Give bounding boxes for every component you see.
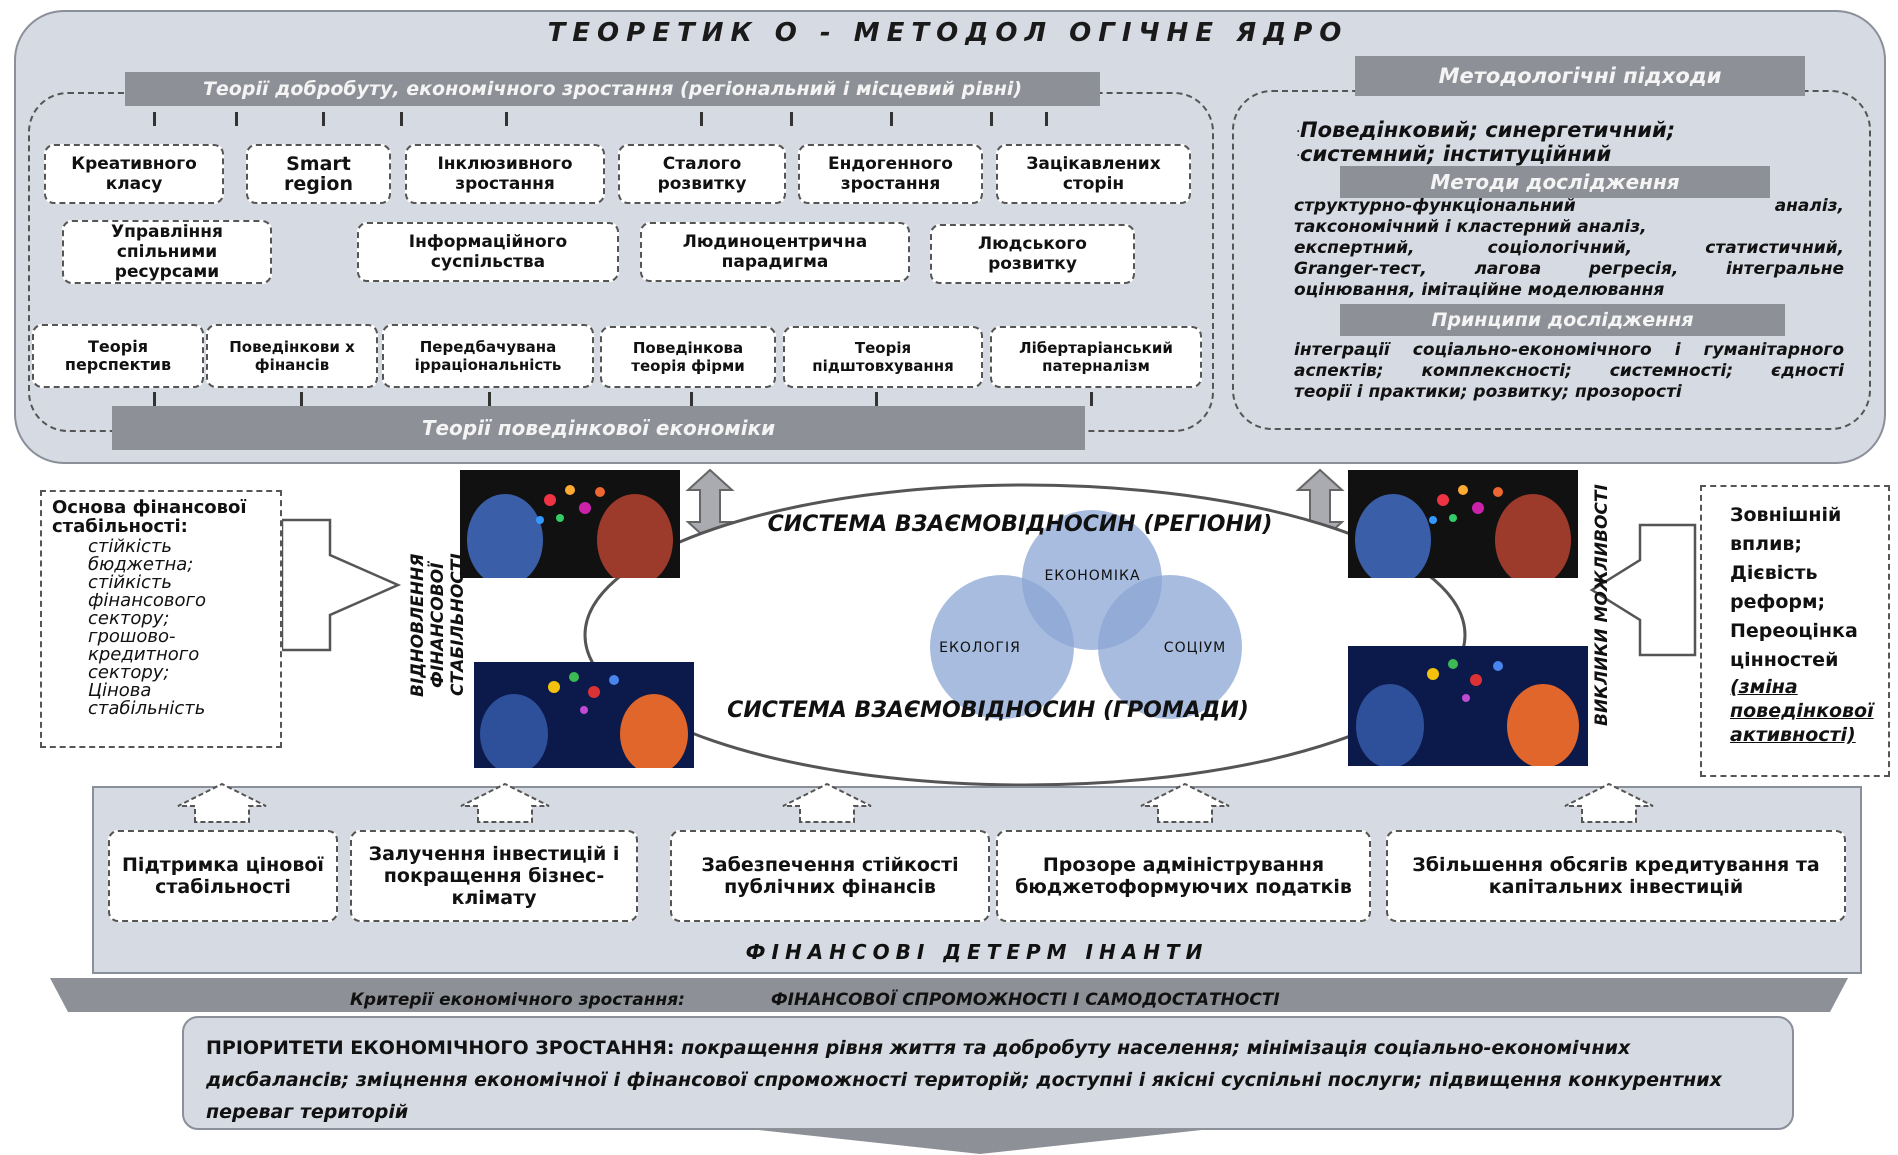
theory-libertarian-paternalism: Лібертаріанський патерналізм xyxy=(990,326,1202,388)
priorities-text: покращення рівня життя та добробуту насе… xyxy=(206,1037,1722,1123)
criteria-label: Критерії економічного зростання: xyxy=(350,990,685,1010)
principles-line-1: інтеграції соціально-економічного і гума… xyxy=(1294,340,1844,360)
connector-tick xyxy=(1045,112,1048,126)
connector-tick xyxy=(300,392,303,406)
theory-human-development: Людського розвитку xyxy=(930,224,1135,284)
regions-system-label: СИСТЕМА ВЗАЄМОВІДНОСИН (РЕГІОНИ) xyxy=(767,512,1273,537)
research-methods-bar: Методи дослідження xyxy=(1340,166,1770,198)
connector-tick xyxy=(235,112,238,126)
theory-common-resources: Управління спільними ресурсами xyxy=(62,220,272,284)
bullet-icon: · xyxy=(1296,148,1301,164)
note-item: Цінова стабільність xyxy=(88,680,206,719)
down-arrow-icon xyxy=(740,1128,1220,1154)
connector-tick xyxy=(790,112,793,126)
determinant-tax-administration: Прозоре адміністрування бюджетоформуючих… xyxy=(996,830,1371,922)
ecology-label: ЕКОЛОГІЯ xyxy=(939,640,1021,656)
thinking-heads-image-right xyxy=(1348,470,1578,578)
behavioral-economics-bar: Теорії поведінкової економіки xyxy=(112,406,1085,450)
ecology-circle xyxy=(930,575,1074,719)
theory-creative-class: Креативного класу xyxy=(44,144,224,204)
theory-information-society: Інформаційного суспільства xyxy=(357,222,619,282)
core-title: ТЕОРЕТИК О - МЕТОДОЛ ОГІЧНЕ ЯДРО xyxy=(547,18,1349,48)
theory-inclusive-growth: Інклюзивного зростання xyxy=(405,144,605,204)
theory-sustainable-development: Сталого розвитку xyxy=(618,144,786,204)
theory-stakeholders: Зацікавлених сторін xyxy=(996,144,1191,204)
theory-predictable-irrationality: Передбачувана ірраціональність xyxy=(382,324,594,388)
note-item-underlined: (зміна поведінкової активності) xyxy=(1730,676,1874,746)
theory-human-centric-paradigm: Людиноцентрична парадигма xyxy=(640,222,910,282)
theory-behavioral-firm: Поведінкова теорія фірми xyxy=(600,326,776,388)
society-circle xyxy=(1098,575,1242,719)
connector-tick xyxy=(690,392,693,406)
challenges-note: Зовнішній вплив; Дієвість реформ; Переоц… xyxy=(1700,485,1890,777)
determinant-public-finance: Забезпечення стійкості публічних фінансі… xyxy=(670,830,990,922)
connector-tick xyxy=(990,112,993,126)
note-item: Переоцінка цінностей xyxy=(1730,620,1858,671)
approaches-line-1: Поведінковий; синергетичний; xyxy=(1300,118,1676,142)
research-line-4: Granger-тест, лагова регресія, інтеграль… xyxy=(1294,259,1844,279)
connector-tick xyxy=(1090,392,1093,406)
determinant-credit-investment: Збільшення обсягів кредитування та капіт… xyxy=(1386,830,1846,922)
theory-nudge: Теорія підштовхування xyxy=(783,326,983,388)
idea-heads-image-right xyxy=(1348,646,1588,766)
left-hollow-arrow-icon xyxy=(280,518,402,652)
priorities-label: ПРІОРИТЕТИ ЕКОНОМІЧНОГО ЗРОСТАННЯ: xyxy=(206,1037,675,1059)
relations-diagram xyxy=(280,468,1697,787)
challenges-vertical-label: ВИКЛИКИ МОЖЛИВОСТІ xyxy=(1592,484,1612,726)
right-hollow-arrow-icon xyxy=(1589,523,1697,657)
criteria-value: ФІНАНСОВОЇ СПРОМОЖНОСТІ І САМОДОСТАТНОСТ… xyxy=(770,990,1280,1010)
thinking-heads-image-left xyxy=(460,470,680,578)
economy-label: ЕКОНОМІКА xyxy=(1044,568,1141,584)
criteria-band xyxy=(50,978,1848,1012)
connector-tick xyxy=(700,112,703,126)
connector-tick xyxy=(153,112,156,126)
theory-prospect: Теорія перспектив xyxy=(32,324,204,388)
note-item: Зовнішній вплив; xyxy=(1730,504,1842,555)
note-item: грошово-кредитного сектору; xyxy=(88,626,200,683)
principles-line-2: аспектів; комплексності; системності; єд… xyxy=(1294,361,1844,381)
idea-heads-image-left xyxy=(474,662,694,768)
determinants-title: ФІНАНСОВІ ДЕТЕРМ ІНАНТИ xyxy=(745,940,1209,964)
welfare-theories-bar: Теорії добробуту, економічного зростання… xyxy=(125,72,1100,106)
connector-tick xyxy=(505,112,508,126)
determinant-investment: Залучення інвестицій і покращення бізнес… xyxy=(350,830,638,922)
research-principles-bar: Принципи дослідження xyxy=(1340,304,1785,336)
theory-behavioral-finance: Поведінкови х фінансів xyxy=(206,324,378,388)
criteria-row: Критерії економічного зростання: ФІНАНСО… xyxy=(350,990,1550,1012)
note-item: Дієвість реформ; xyxy=(1730,562,1826,613)
research-line-1: структурно-функціональний аналіз, xyxy=(1294,196,1844,216)
financial-stability-vertical-label: ВІДНОВЛЕННЯ ФІНАНСОВОЇ СТАБІЛЬНОСТІ xyxy=(408,553,468,697)
connector-tick xyxy=(890,112,893,126)
determinant-price-stability: Підтримка цінової стабільності xyxy=(108,830,338,922)
research-line-2: таксономічний і кластерний аналіз, xyxy=(1294,217,1647,237)
determinant-up-arrows xyxy=(177,782,1654,823)
research-line-3: експертний, соціологічний, статистичний, xyxy=(1294,238,1844,258)
connector-tick xyxy=(153,392,156,406)
theory-endogenous-growth: Ендогенного зростання xyxy=(798,144,983,204)
connector-tick xyxy=(875,392,878,406)
connector-tick xyxy=(322,112,325,126)
bullet-icon: · xyxy=(1296,124,1301,140)
approaches-bar: Методологічні підходи xyxy=(1355,56,1805,96)
note-title: Основа фінансової стабільності: xyxy=(52,497,247,537)
research-line-5: оцінювання, імітаційне моделювання xyxy=(1294,280,1665,300)
note-item: стійкість бюджетна; xyxy=(88,536,194,575)
society-label: СОЦІУМ xyxy=(1163,640,1227,656)
financial-stability-basis-note: Основа фінансової стабільності: стійкіст… xyxy=(40,490,282,748)
theory-smart-region: Smart region xyxy=(246,144,391,204)
principles-line-3: теорії і практики; розвитку; прозорості xyxy=(1294,382,1682,402)
communities-system-label: СИСТЕМА ВЗАЄМОВІДНОСИН (ГРОМАДИ) xyxy=(727,698,1249,723)
growth-priorities-panel: ПРІОРИТЕТИ ЕКОНОМІЧНОГО ЗРОСТАННЯ: покра… xyxy=(182,1016,1794,1130)
note-item: стійкість фінансового сектору; xyxy=(88,572,206,629)
approaches-line-2: системний; інституційний xyxy=(1300,142,1612,166)
connector-tick xyxy=(400,112,403,126)
connector-tick xyxy=(488,392,491,406)
